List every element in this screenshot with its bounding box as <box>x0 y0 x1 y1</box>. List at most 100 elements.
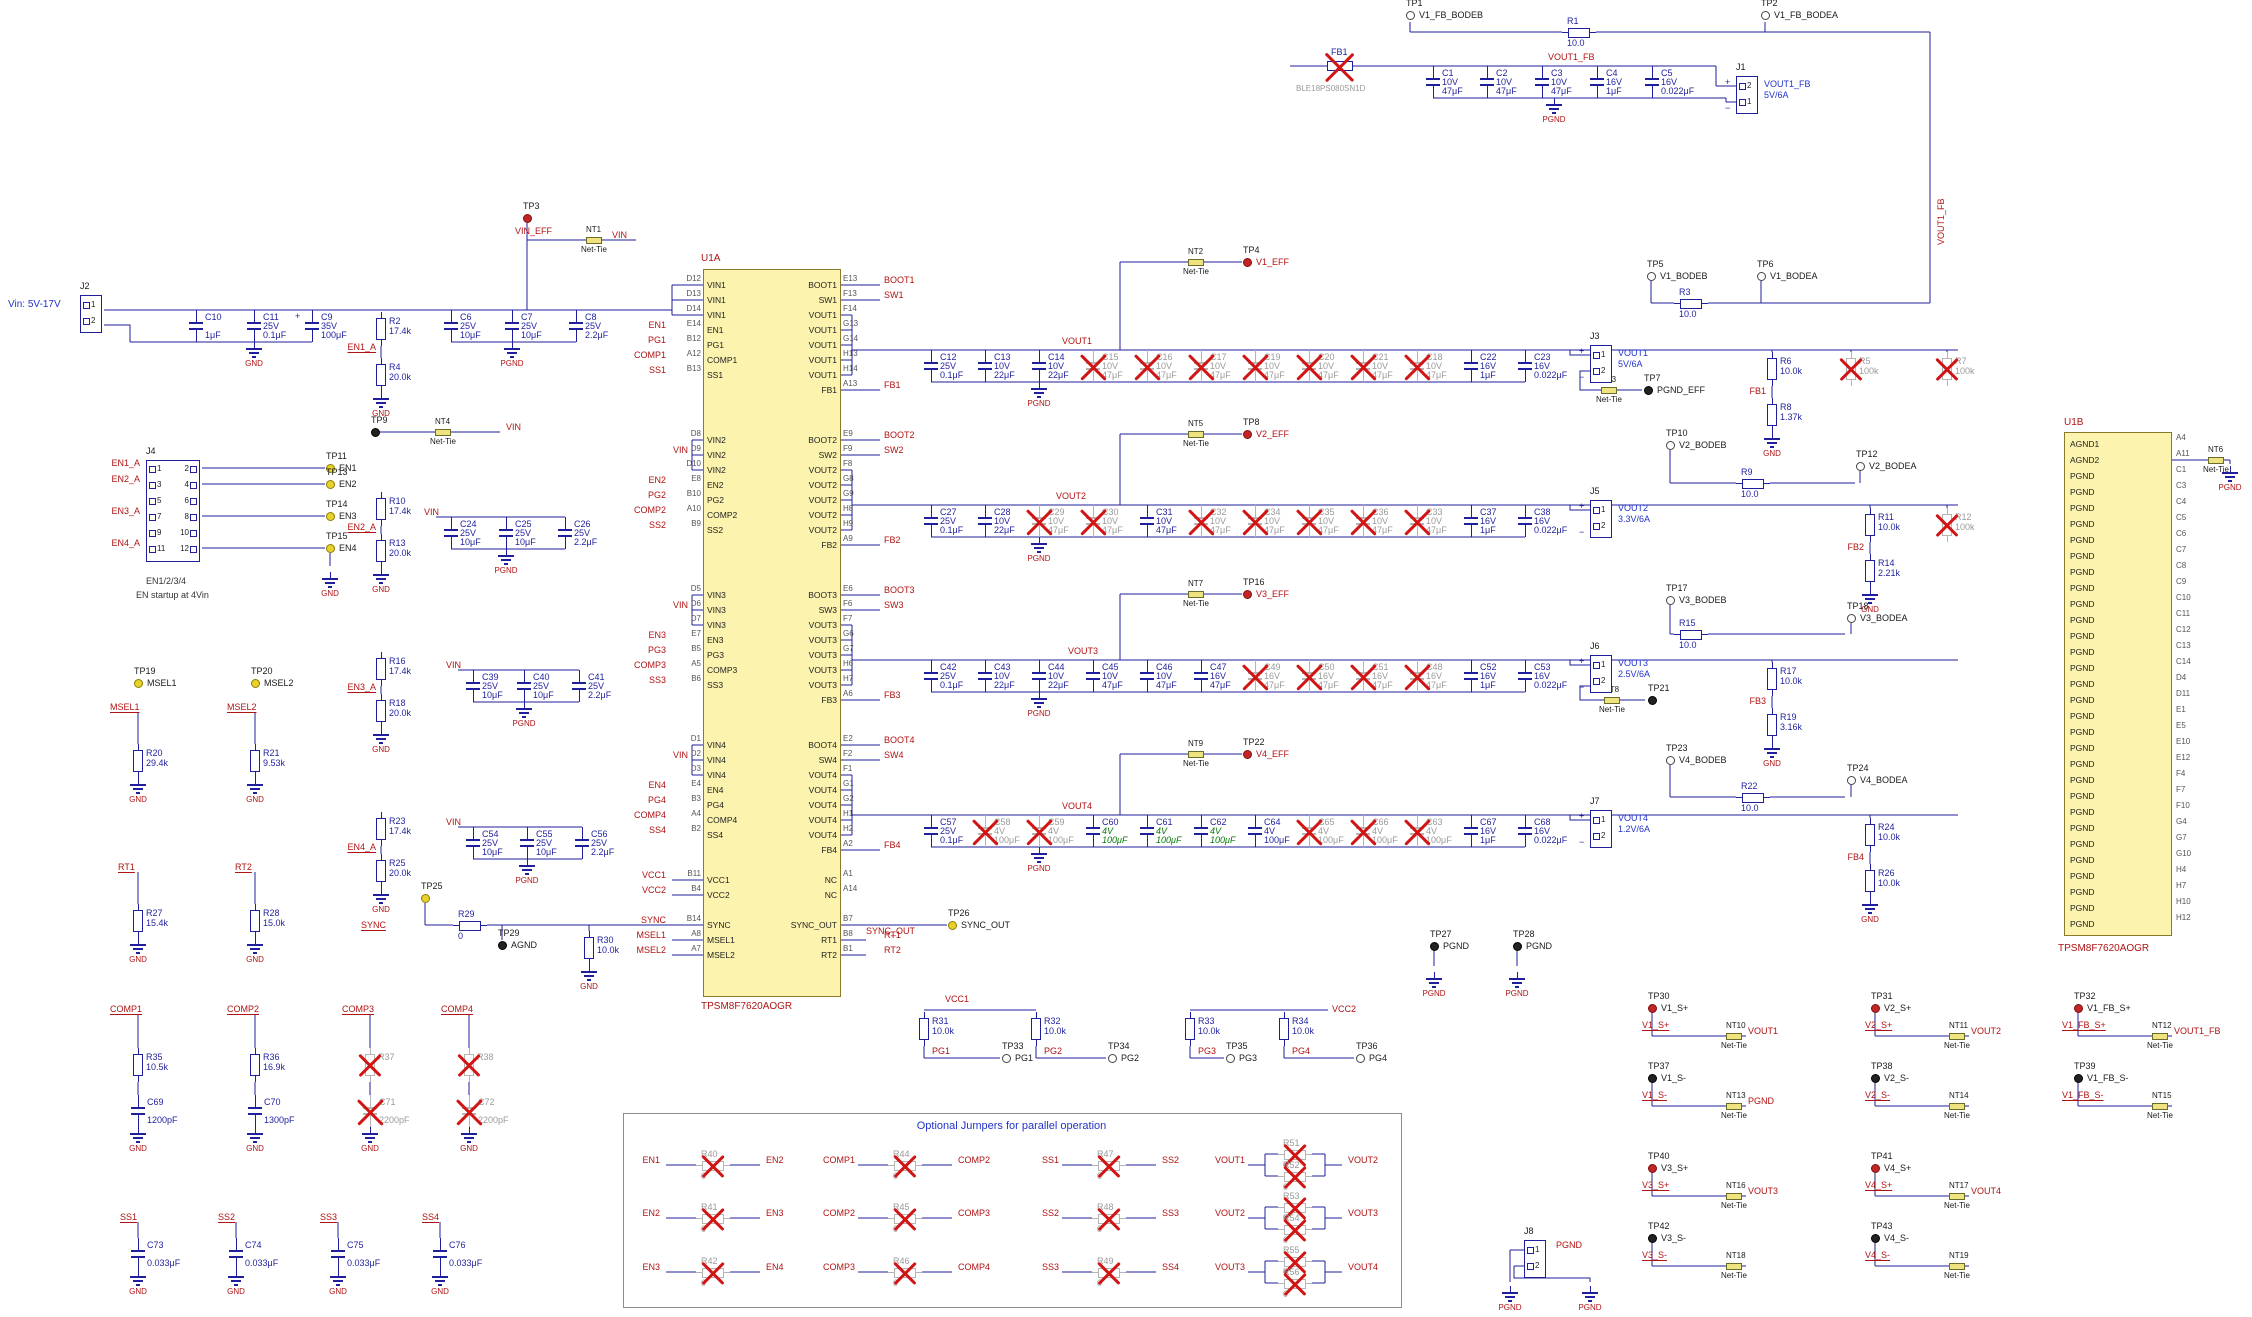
pin-name: VOUT4 <box>808 785 837 795</box>
pin-name: PGND <box>2070 839 2095 849</box>
tp-signal: EN1 <box>339 463 357 473</box>
net-label-FB1: FB1 <box>1749 386 1766 396</box>
pin-number: A5 <box>691 659 701 668</box>
ground-symbol-gnd <box>373 392 389 408</box>
pin-number: D1 <box>690 734 701 743</box>
tp-signal: SYNC_OUT <box>961 920 1011 930</box>
nettie-label: Net-Tie <box>430 437 456 446</box>
res-value: 100k <box>1955 522 1975 532</box>
net-label-FB4: FB4 <box>884 840 901 850</box>
cap-value: 100μF <box>994 835 1020 845</box>
pin-name: PGND <box>2070 695 2095 705</box>
resistor-R19 <box>1767 708 1777 742</box>
pin-name: PGND <box>2070 615 2095 625</box>
cap-value: 10μF <box>482 690 503 700</box>
cap-value: 10μF <box>515 537 536 547</box>
pin-name: PGND <box>2070 791 2095 801</box>
ground-label: GND <box>245 359 263 368</box>
net-label-EN1_A: EN1_A <box>347 342 376 352</box>
resistor-R30 <box>584 931 594 965</box>
ground-label: GND <box>372 905 390 914</box>
ground-label: GND <box>460 1144 478 1153</box>
cap-ref: C72 <box>478 1097 495 1107</box>
pin-name: VCC1 <box>707 875 730 885</box>
net-label-EN3_A: EN3_A <box>347 682 376 692</box>
cap-voltage: 10V <box>1372 361 1389 371</box>
net-label-VOUT1_FB: VOUT1_FB <box>1548 52 1595 62</box>
nettie-label: Net-Tie <box>1721 1271 1747 1280</box>
res-value: 17.4k <box>389 826 412 836</box>
tp-signal: PGND_EFF <box>1657 385 1706 395</box>
capacitor-C2 <box>1480 66 1494 98</box>
capacitor-C69 <box>131 1095 145 1127</box>
net-label-EN2: EN2 <box>642 1208 660 1218</box>
net-label-SW4: SW4 <box>884 750 904 760</box>
pin-name: EN3 <box>707 635 724 645</box>
text: TPSM8F7620AOGR <box>2058 943 2150 954</box>
nettie-NT4 <box>435 428 451 436</box>
pin-name: VIN1 <box>707 295 726 305</box>
pin-name: PGND <box>2070 519 2095 529</box>
pin-number: H1 <box>843 809 854 818</box>
cap-value: 47μF <box>1048 525 1069 535</box>
ground-label: PGND <box>1498 1303 1522 1312</box>
testpoint-TP40 <box>1647 1163 1657 1173</box>
tp-signal: V4_BODEB <box>1679 755 1727 765</box>
connector-ref: J1 <box>1736 62 1746 72</box>
net-label-SW1: SW1 <box>884 290 904 300</box>
tp-ref: TP3 <box>523 201 540 211</box>
capacitor-C73 <box>131 1238 145 1270</box>
tp-signal: PG1 <box>1015 1053 1034 1063</box>
net-label-RT1: RT1 <box>118 862 135 872</box>
tp-signal: V1_BODEA <box>1770 271 1818 281</box>
resistor-R15 <box>1674 629 1708 640</box>
cap-ref: C25 <box>515 519 532 529</box>
capacitor-C11 <box>247 310 261 342</box>
pin-number: E12 <box>2176 753 2191 762</box>
pin-name: VOUT1 <box>808 370 837 380</box>
cap-voltage: 25V <box>515 528 532 538</box>
pin-name: VOUT4 <box>808 830 837 840</box>
pin-number: G10 <box>2176 849 2192 858</box>
net-label-EN2: EN2 <box>648 475 666 485</box>
ground-symbol-pgnd <box>1502 1286 1518 1302</box>
nettie-ref: NT11 <box>1949 1021 1968 1030</box>
pin-number: H10 <box>2176 897 2191 906</box>
capacitor-C26 <box>558 517 572 549</box>
pin-name: BOOT4 <box>808 740 837 750</box>
res-ref: R1 <box>1567 16 1579 26</box>
pin-name: SW3 <box>818 605 837 615</box>
tp-ref: TP19 <box>134 666 156 676</box>
tp-ref: TP41 <box>1871 1151 1893 1161</box>
resistor-R37 <box>365 1048 375 1082</box>
cap-value: 100μF <box>1426 835 1452 845</box>
testpoint-TP38 <box>1870 1073 1880 1083</box>
cap-ref: C66 <box>1372 817 1389 827</box>
ic-U1B <box>2064 432 2172 936</box>
pin-name: PGND <box>2070 887 2095 897</box>
pin-name: PG4 <box>707 800 725 810</box>
ground-symbol-gnd <box>130 778 146 794</box>
testpoint-TP16 <box>1242 589 1252 599</box>
capacitor-C9 <box>305 310 319 342</box>
pin-name: VOUT3 <box>808 620 837 630</box>
res-ref: R11 <box>1878 512 1894 522</box>
cap-value: 0.022μF <box>1534 525 1568 535</box>
capacitor-C27 <box>924 505 938 537</box>
testpoint-TP15 <box>325 543 335 553</box>
net-label-SS1: SS1 <box>1041 1155 1059 1165</box>
net-label-PG3: PG3 <box>647 645 666 655</box>
capacitor-C34 <box>1248 505 1262 537</box>
ground-symbol-gnd <box>228 1270 244 1286</box>
cap-ref: C14 <box>1048 352 1065 362</box>
pin-number: E9 <box>843 429 853 438</box>
cap-value: 1200pF <box>147 1115 178 1125</box>
ground-label: PGND <box>1027 399 1051 408</box>
cap-ref: C47 <box>1210 662 1227 672</box>
cap-ref: C75 <box>347 1240 364 1250</box>
capacitor-C58 <box>978 815 992 847</box>
connector-label: VOUT1 <box>1618 348 1649 358</box>
pin-number: C12 <box>2176 625 2191 634</box>
pin-number: C10 <box>2176 593 2191 602</box>
res-ref: R31 <box>932 1016 949 1026</box>
